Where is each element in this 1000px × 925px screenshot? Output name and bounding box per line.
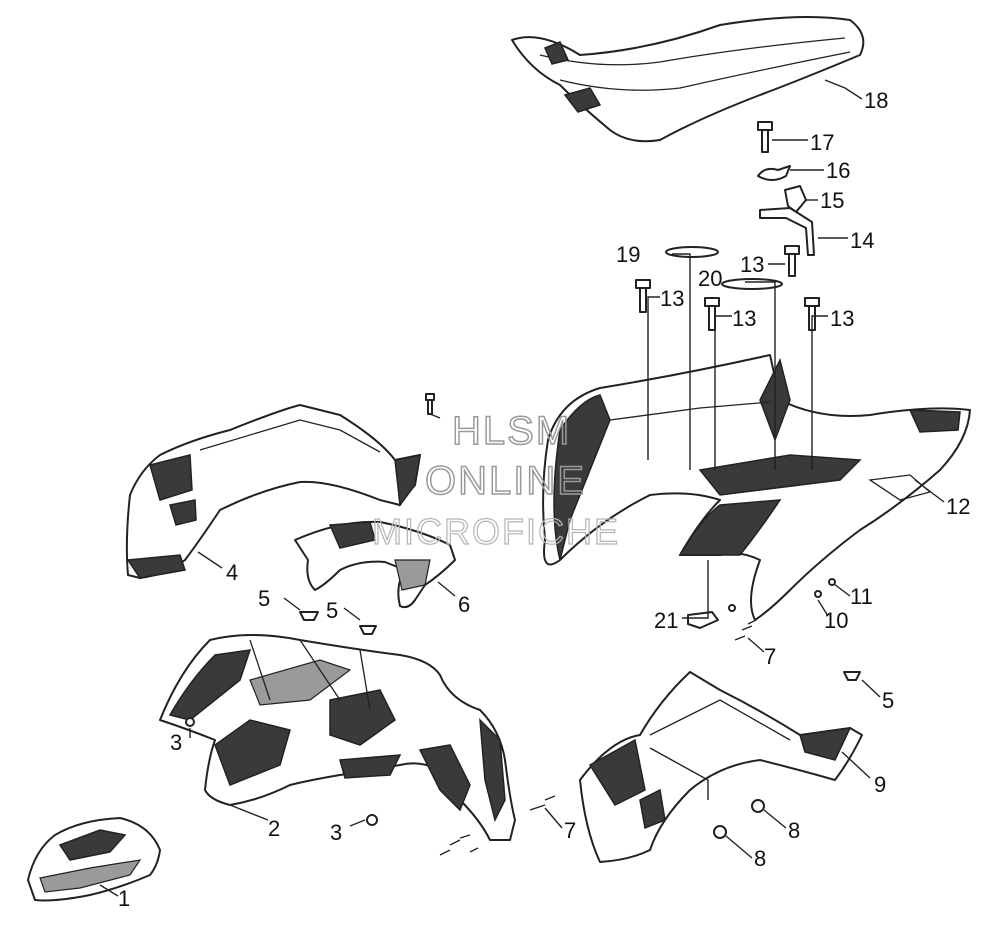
callout-12: 12 — [946, 494, 970, 519]
callout-7: 7 — [564, 818, 576, 843]
callout-18: 18 — [864, 88, 888, 113]
callout-20: 20 — [698, 266, 722, 291]
callout-17: 17 — [810, 130, 834, 155]
nut-part — [713, 799, 765, 839]
callout-8: 8 — [754, 846, 766, 871]
watermark-line-1: HLSM — [452, 409, 571, 453]
callout-7: 7 — [764, 644, 776, 669]
callout-labels: 1 2 3 3 4 5 5 5 6 7 7 8 8 9 10 11 12 13 … — [118, 88, 970, 911]
callout-8: 8 — [788, 818, 800, 843]
washer-part — [721, 278, 783, 290]
watermark-line-2: ONLINE — [425, 459, 586, 503]
clip-part — [757, 165, 791, 181]
front-panel-part — [125, 404, 421, 579]
callout-19: 19 — [616, 242, 640, 267]
front-nose-part — [27, 817, 161, 902]
pin-part — [425, 393, 435, 415]
screw-set-part — [439, 619, 757, 856]
callout-6: 6 — [458, 592, 470, 617]
watermark: HLSM ONLINE MICROFICHE — [371, 408, 620, 552]
callout-13: 13 — [740, 252, 764, 277]
callout-3: 3 — [330, 820, 342, 845]
callout-15: 15 — [820, 188, 844, 213]
callout-10: 10 — [824, 608, 848, 633]
latch-part — [784, 185, 807, 213]
callout-11: 11 — [850, 584, 873, 609]
callout-13: 13 — [660, 286, 684, 311]
lever-part — [759, 207, 815, 256]
side-panel-part — [579, 671, 863, 863]
seat-part — [511, 15, 865, 143]
grommet-part — [687, 578, 836, 629]
callout-13: 13 — [830, 306, 854, 331]
bolt-part — [635, 279, 651, 313]
watermark-line-3: MICROFICHE — [372, 511, 620, 552]
callout-2: 2 — [268, 816, 280, 841]
screw-part — [185, 717, 378, 826]
callout-21: 21 — [654, 608, 678, 633]
bolt-part — [704, 297, 720, 331]
callout-16: 16 — [826, 158, 850, 183]
bolt-part — [757, 121, 773, 153]
callout-5: 5 — [882, 688, 894, 713]
bolt-part — [784, 245, 800, 277]
callout-5: 5 — [326, 598, 338, 623]
leader-lines — [99, 79, 945, 897]
callout-5: 5 — [258, 586, 270, 611]
callout-9: 9 — [874, 772, 886, 797]
callout-13: 13 — [732, 306, 756, 331]
front-fender-part — [159, 634, 516, 841]
rivet-part — [299, 611, 861, 681]
side-bracket-part — [294, 520, 456, 609]
callout-14: 14 — [850, 228, 874, 253]
callout-4: 4 — [226, 560, 238, 585]
callout-3: 3 — [170, 730, 182, 755]
rear-fender-part — [542, 354, 971, 621]
washer-part — [665, 246, 719, 258]
callout-1: 1 — [118, 886, 130, 911]
